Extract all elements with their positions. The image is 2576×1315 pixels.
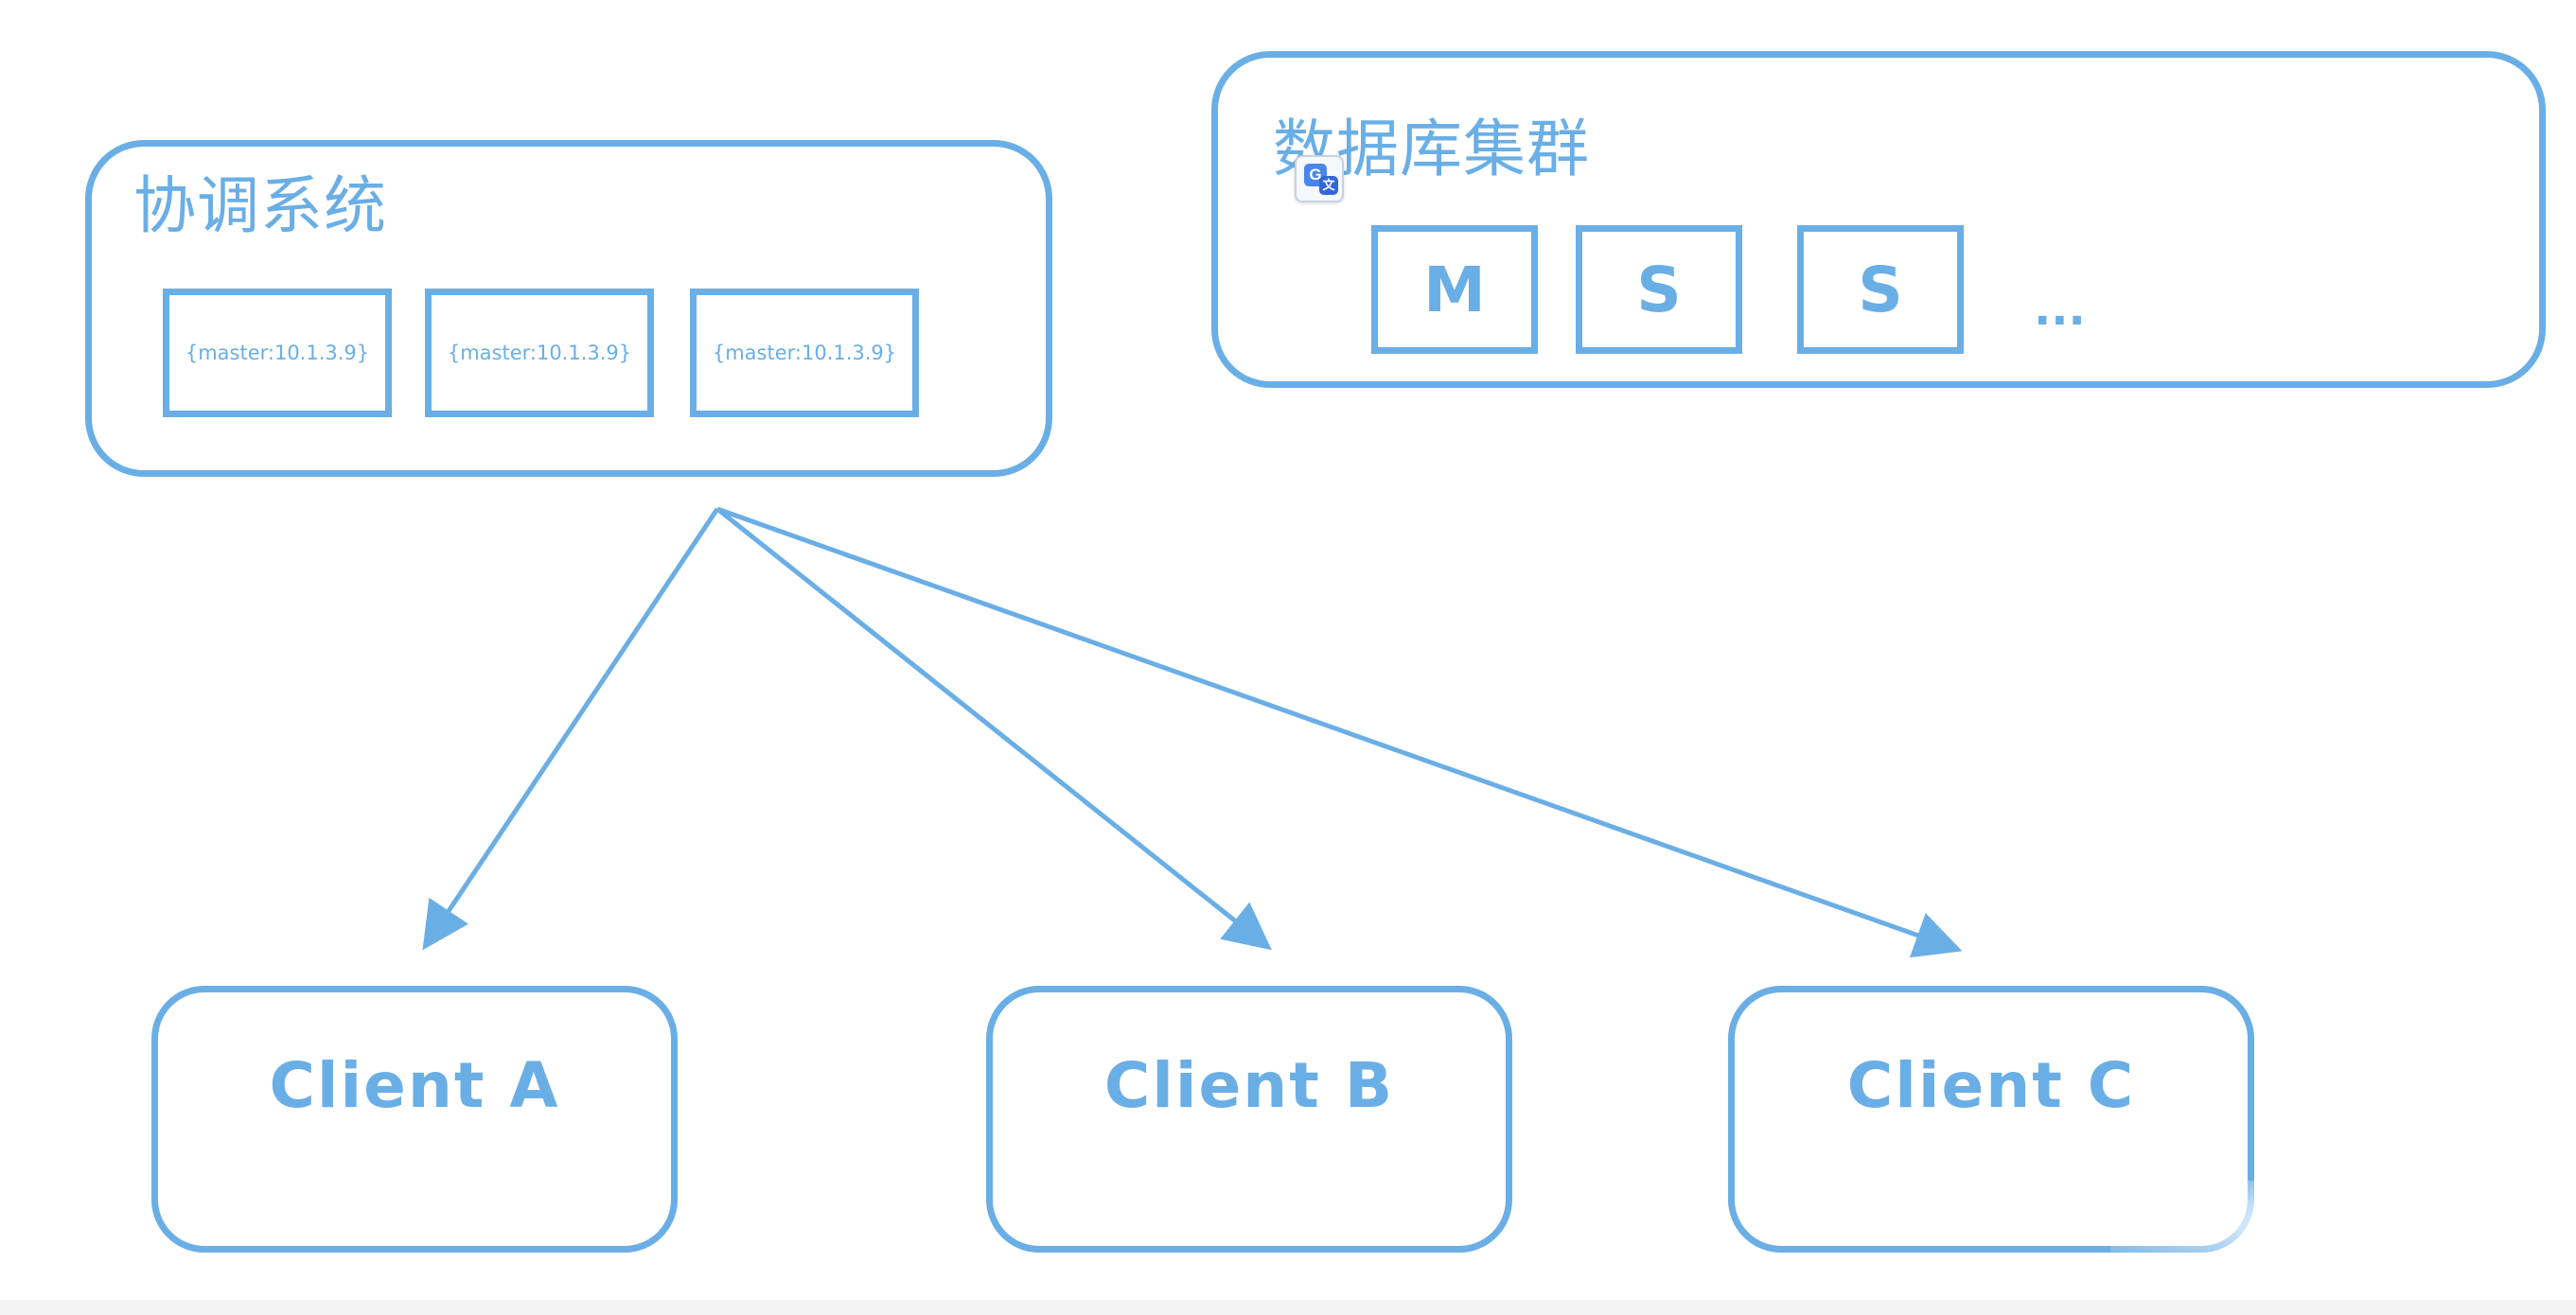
more-nodes-ellipsis: ... xyxy=(2034,283,2086,336)
arrow-to-client-b xyxy=(715,507,1272,951)
slave-node-1: S xyxy=(1576,225,1742,354)
bottom-strip xyxy=(0,1300,2576,1315)
coordination-system-group: 协调系统 {master:10.1.3.9} {master:10.1.3.9}… xyxy=(85,140,1052,477)
client-c-box: Client C xyxy=(1728,986,2254,1253)
arrow-to-client-a xyxy=(422,507,720,951)
translate-icon[interactable]: G 文 xyxy=(1295,155,1344,202)
client-a-box: Client A xyxy=(151,986,678,1253)
slave-node-2: S xyxy=(1797,225,1964,354)
client-b-label: Client B xyxy=(1103,1049,1395,1122)
database-cluster-group: 数据库集群 M S S ... xyxy=(1211,51,2546,388)
master-node: M xyxy=(1371,225,1538,354)
watermark-blur xyxy=(2110,1181,2555,1266)
kv-entry-2: {master:10.1.3.9} xyxy=(425,289,654,417)
kv-entry-3: {master:10.1.3.9} xyxy=(690,289,919,417)
arrow-to-client-c xyxy=(716,506,1963,958)
coordination-system-title: 协调系统 xyxy=(133,169,387,242)
translate-a-glyph: 文 xyxy=(1319,176,1338,195)
client-c-label: Client C xyxy=(1846,1049,2136,1122)
client-a-label: Client A xyxy=(269,1049,560,1122)
client-b-box: Client B xyxy=(986,986,1512,1253)
kv-entry-1: {master:10.1.3.9} xyxy=(163,289,392,417)
